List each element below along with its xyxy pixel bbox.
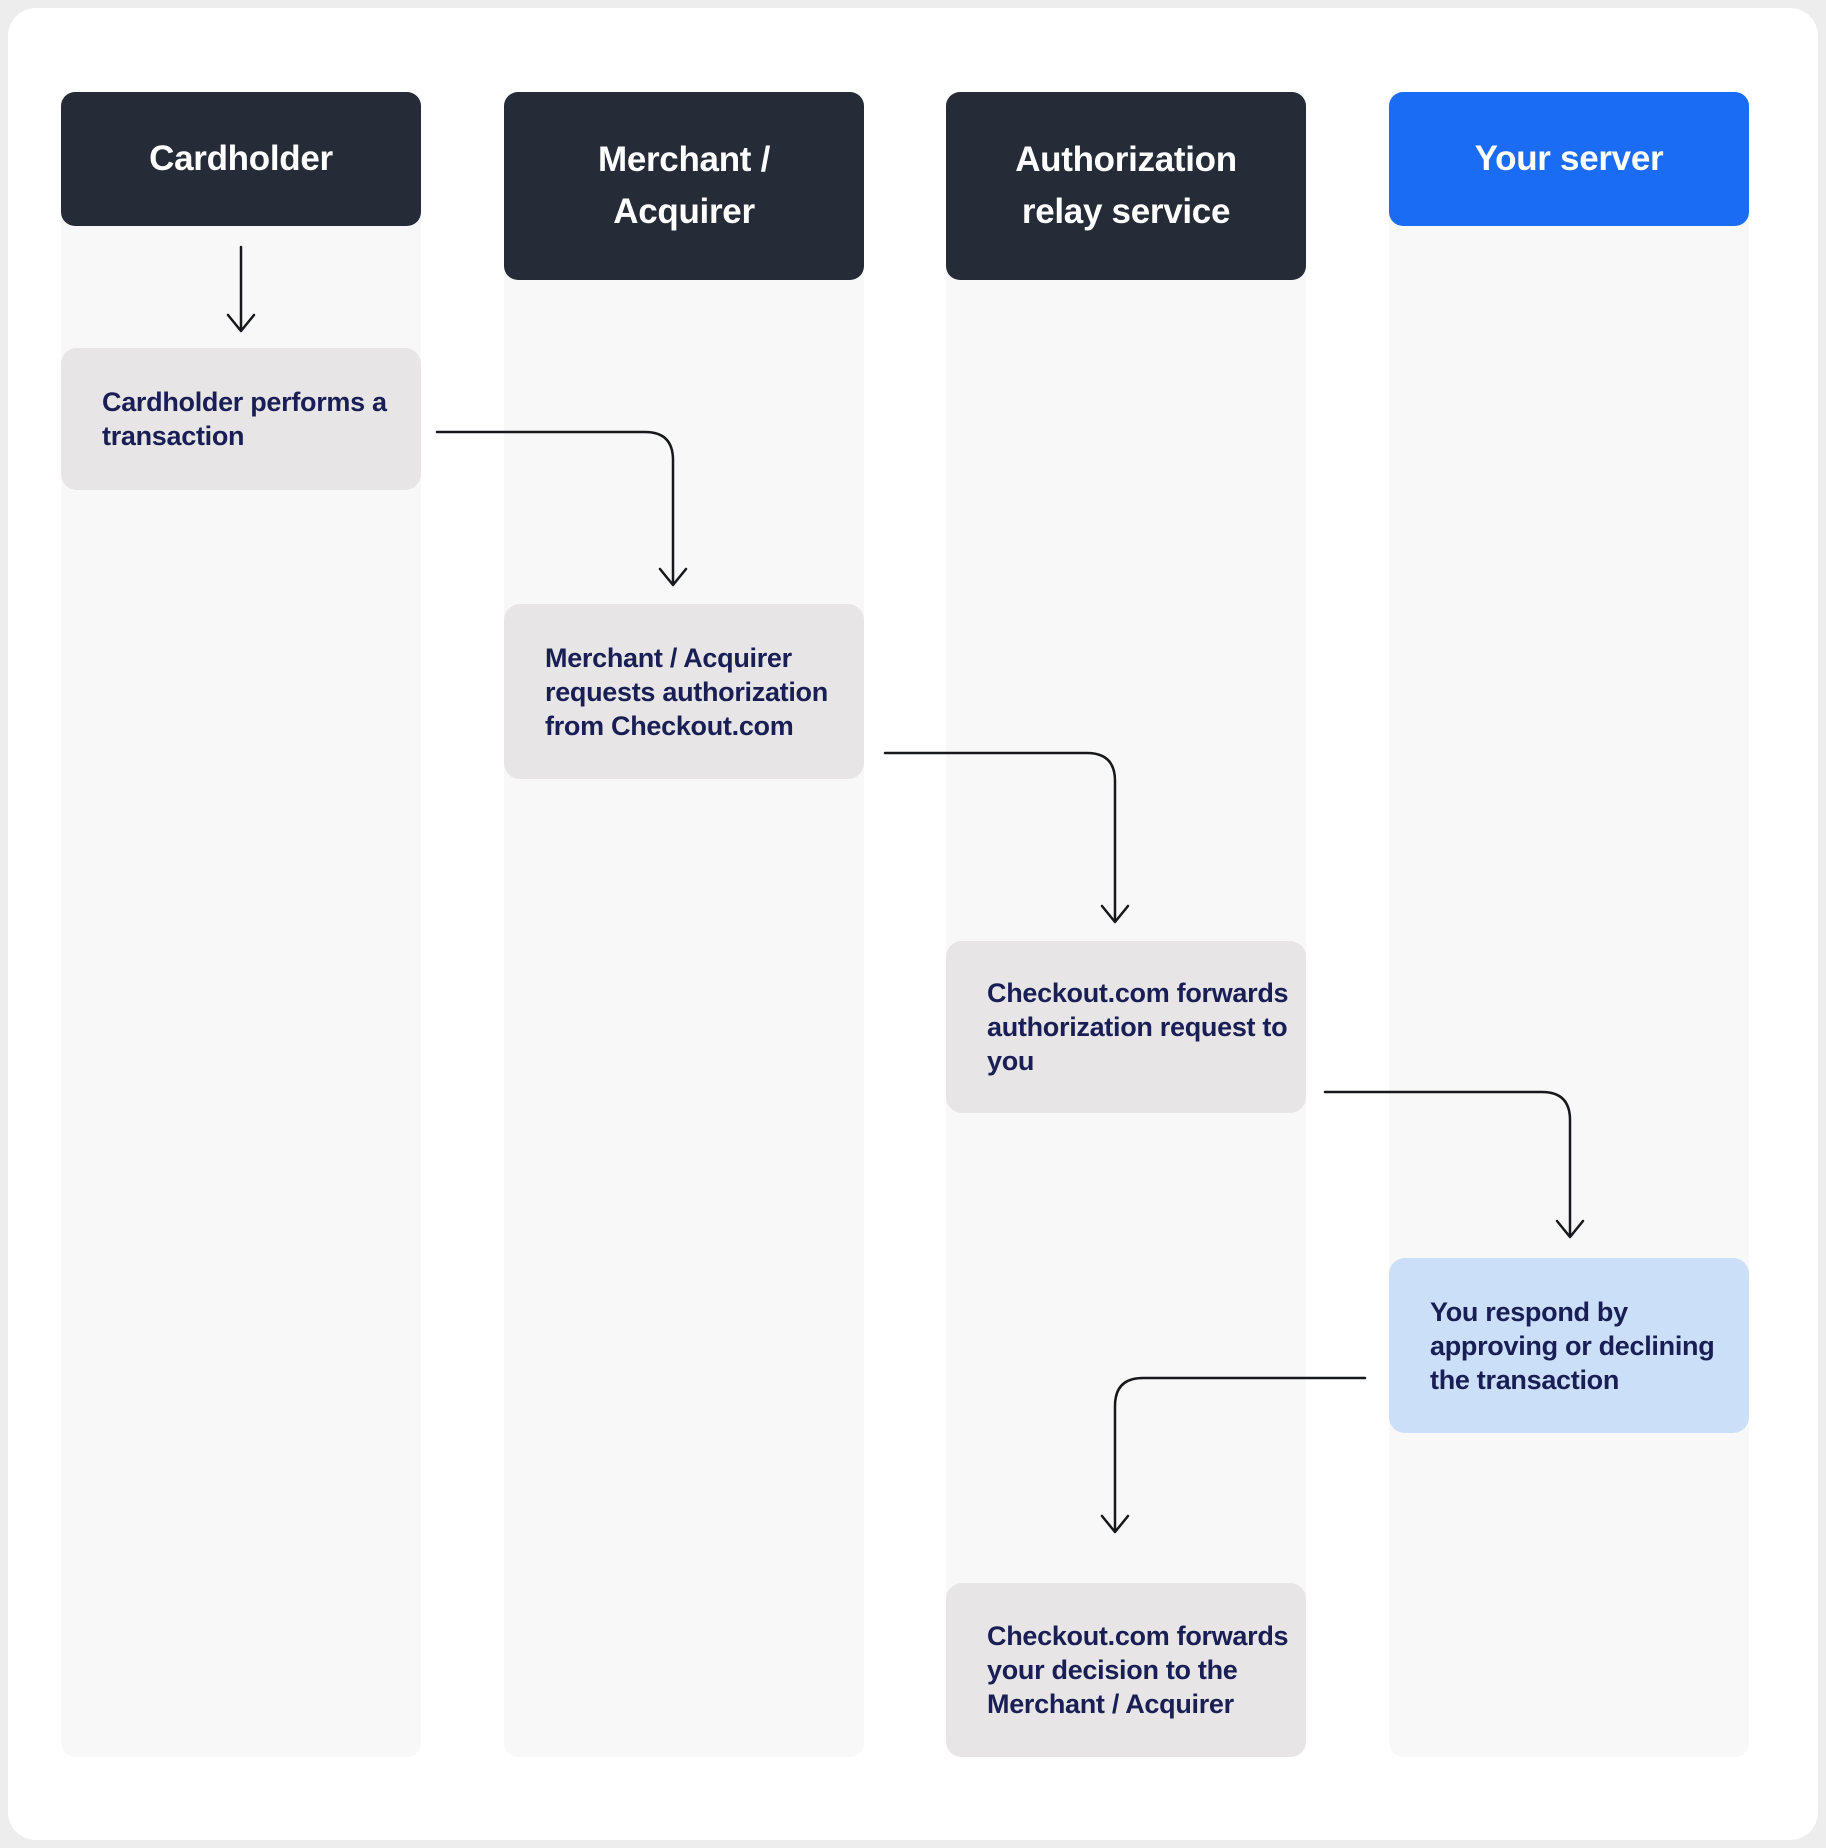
lane-header-your-server: Your server (1389, 92, 1749, 226)
step-text-line: requests authorization (545, 676, 828, 707)
step-text-line: approving or declining (1430, 1330, 1715, 1361)
lane-header-label: Your server (1474, 139, 1664, 178)
step-text-line: you (987, 1046, 1035, 1076)
lane-your-server: Your server You respond by approving or … (1389, 92, 1749, 1757)
step-checkout-forwards-decision: Checkout.com forwards your decision to t… (946, 1583, 1306, 1757)
step-you-respond: You respond by approving or declining th… (1389, 1258, 1749, 1433)
lane-header-authorization-relay-service: Authorization relay service (946, 92, 1306, 280)
step-text-line: Merchant / Acquirer (545, 642, 792, 673)
lane-header-label: Acquirer (613, 192, 755, 231)
lane-cardholder: Cardholder Cardholder performs a transac… (61, 92, 421, 1757)
lane-merchant-acquirer: Merchant / Acquirer Merchant / Acquirer … (504, 92, 864, 1757)
step-text-line: Checkout.com forwards (987, 978, 1289, 1008)
lane-header-label: Merchant / (597, 140, 771, 179)
lane-header-cardholder: Cardholder (61, 92, 421, 226)
lane-header-label: Cardholder (149, 139, 333, 178)
step-text-line: Merchant / Acquirer (987, 1689, 1234, 1719)
step-checkout-forwards-request: Checkout.com forwards authorization requ… (946, 941, 1306, 1113)
step-text-line: from Checkout.com (545, 710, 794, 741)
lane-header-merchant-acquirer: Merchant / Acquirer (504, 92, 864, 280)
step-text-line: Cardholder performs a (102, 387, 387, 417)
lane-authorization-relay-service: Authorization relay service Checkout.com… (946, 92, 1306, 1757)
step-text-line: Checkout.com forwards (987, 1621, 1289, 1651)
step-text-line: authorization request to (987, 1012, 1288, 1042)
step-text-line: your decision to the (987, 1655, 1238, 1685)
lane-header-label: Authorization (1015, 140, 1237, 179)
step-text-line: the transaction (1430, 1364, 1620, 1395)
lane-header-label: relay service (1021, 192, 1231, 231)
step-text-line: transaction (102, 421, 245, 451)
step-cardholder-performs-transaction: Cardholder performs a transaction (61, 348, 421, 490)
step-text-line: You respond by (1430, 1296, 1628, 1327)
step-merchant-requests-authorization: Merchant / Acquirer requests authorizati… (504, 604, 864, 779)
